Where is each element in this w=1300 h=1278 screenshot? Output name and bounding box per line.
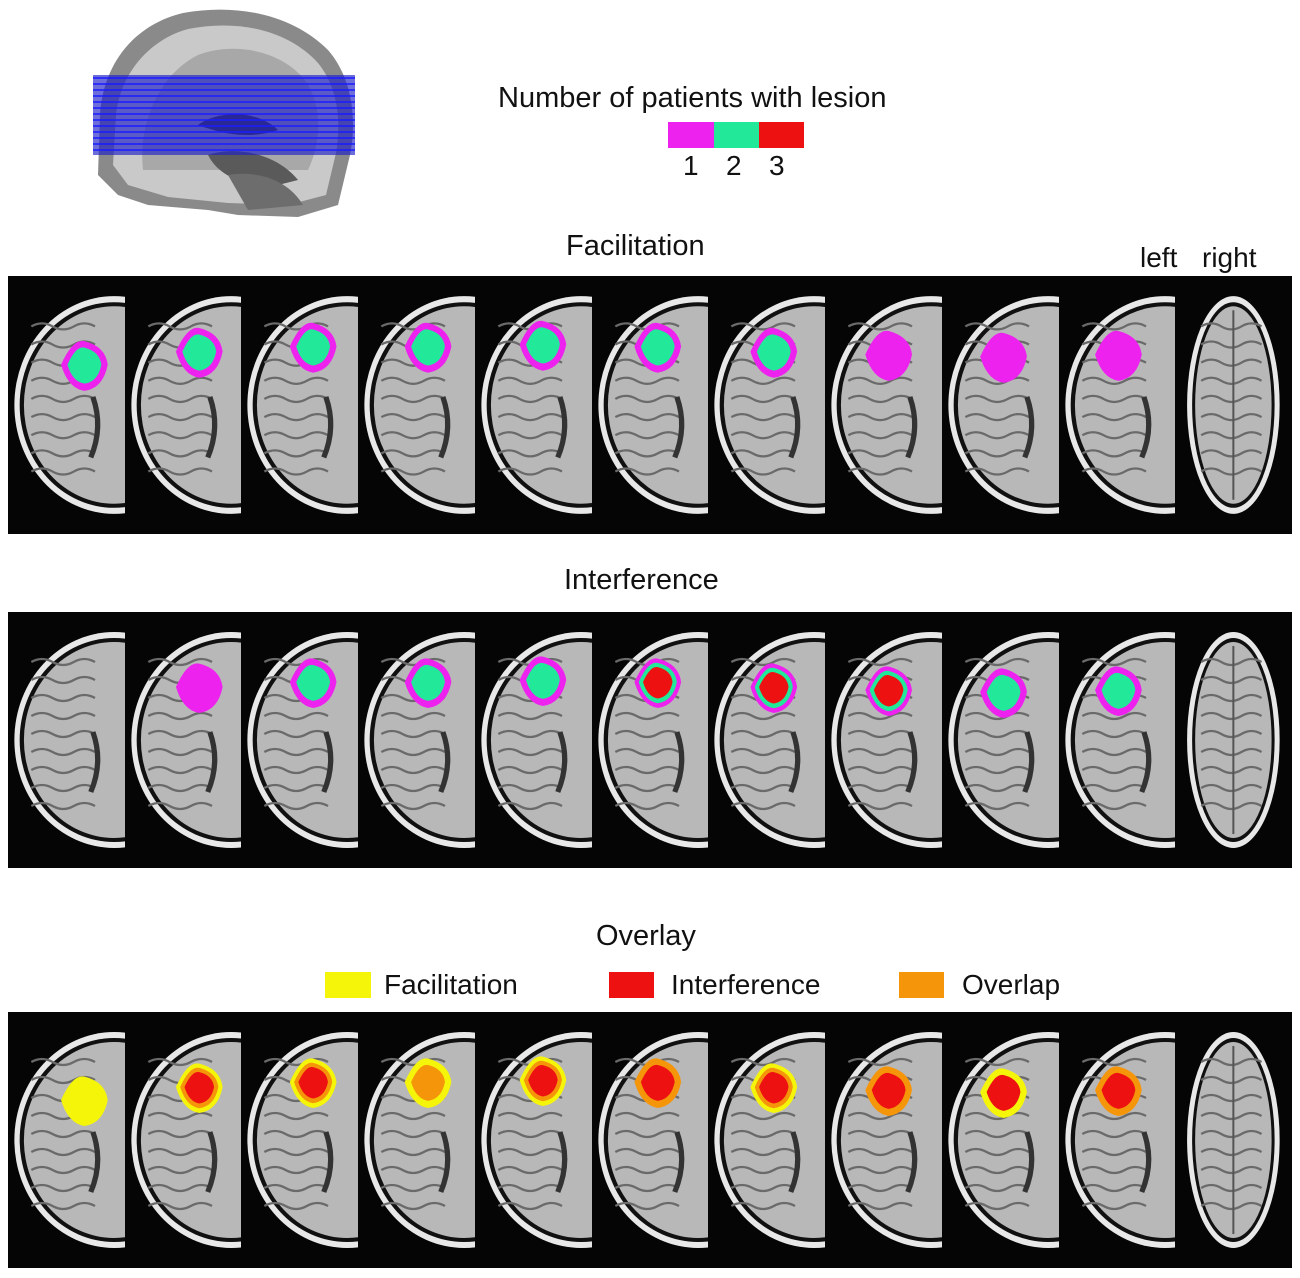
lesion-level-2 (525, 327, 560, 364)
overlay-slice-5 (475, 1012, 592, 1268)
lesion-level-3 (759, 672, 789, 704)
facilitation-slice-2 (125, 276, 242, 534)
lesion-level-3 (642, 667, 673, 699)
facilitation-slice-1 (8, 276, 125, 534)
overlay-slice-2 (125, 1012, 242, 1268)
overlay-title: Overlay (596, 920, 696, 952)
facilitation-slice-10 (1059, 276, 1176, 534)
interference-slice-3 (241, 612, 359, 868)
facilitation-slice-4 (358, 276, 475, 534)
overlay-legend-swatch-overlap (899, 972, 944, 998)
interference-slice-11 (1175, 612, 1292, 868)
lesion-level-2 (296, 329, 331, 366)
overlay-legend-swatch-interference (609, 972, 654, 998)
lesion-level-O (411, 1064, 446, 1101)
overlay-legend-swatch-facilitation (325, 972, 371, 998)
overlay-slice-3 (241, 1012, 359, 1268)
lesion-level-2 (411, 664, 446, 701)
orientation-left-label: left (1140, 242, 1178, 273)
lesion-level-2 (411, 329, 446, 366)
lesion-level-1 (865, 330, 913, 381)
lesion-level-I (871, 1072, 906, 1109)
overlay-slice-7 (708, 1012, 826, 1268)
interference-slice-9 (942, 612, 1059, 868)
overlay-legend-label-interference: Interference (671, 969, 821, 1000)
lesion-level-1 (980, 332, 1027, 383)
interference-title: Interference (564, 564, 719, 596)
lesion-level-F (61, 1076, 108, 1126)
lesion-level-I (986, 1074, 1021, 1111)
interference-slice-strip (8, 612, 1292, 868)
lesion-level-2 (757, 334, 792, 371)
overlay-slice-10 (1059, 1012, 1176, 1268)
sagittal-reference-image (88, 5, 363, 220)
lesion-level-I (298, 1067, 329, 1099)
facilitation-slice-3 (241, 276, 359, 534)
interference-slice-5 (475, 612, 592, 868)
legend-label-2: 2 (726, 150, 742, 181)
interference-slice-1 (8, 612, 125, 868)
overlay-slice-11 (1175, 1012, 1292, 1268)
overlay-legend-label-facilitation: Facilitation (384, 969, 518, 1000)
overlay-slice-8 (825, 1012, 942, 1268)
overlay-slice-strip (8, 1012, 1292, 1268)
lesion-level-I (640, 1064, 675, 1101)
facilitation-slice-6 (592, 276, 709, 534)
facilitation-slice-9 (942, 276, 1059, 534)
facilitation-title: Facilitation (566, 230, 705, 262)
lesion-level-3 (873, 675, 904, 707)
interference-slice-4 (358, 612, 475, 868)
legend-label-3: 3 (769, 150, 785, 181)
lesion-level-1 (1094, 330, 1142, 381)
lesion-level-I (759, 1072, 789, 1104)
lesion-level-I (1101, 1072, 1135, 1109)
overlay-slice-1 (8, 1012, 125, 1268)
overlay-slice-9 (942, 1012, 1059, 1268)
overlay-legend-label-overlap: Overlap (962, 969, 1061, 1000)
legend-swatch-2 (714, 122, 759, 148)
interference-slice-6 (592, 612, 709, 868)
overlay-slice-6 (592, 1012, 709, 1268)
facilitation-slice-8 (825, 276, 942, 534)
lesion-level-2 (986, 674, 1021, 711)
lesion-level-1 (175, 663, 223, 713)
legend-title: Number of patients with lesion (498, 82, 887, 114)
lesion-level-2 (1101, 672, 1135, 709)
lesion-level-2 (182, 334, 216, 371)
interference-slice-8 (825, 612, 942, 868)
lesion-level-2 (640, 329, 675, 366)
lesion-level-I (528, 1065, 558, 1097)
lesion-level-2 (525, 662, 560, 699)
overlay-slice-4 (358, 1012, 475, 1268)
facilitation-slice-7 (708, 276, 826, 534)
facilitation-slice-11 (1175, 276, 1292, 534)
facilitation-slice-5 (475, 276, 592, 534)
legend-label-1: 1 (683, 150, 699, 181)
lesion-level-2 (67, 347, 102, 384)
facilitation-slice-strip (8, 276, 1292, 534)
interference-slice-10 (1059, 612, 1176, 868)
interference-slice-7 (708, 612, 826, 868)
lesion-level-I (184, 1072, 214, 1104)
orientation-right-label: right (1202, 242, 1257, 273)
interference-slice-2 (125, 612, 242, 868)
lesion-level-2 (296, 664, 331, 701)
legend-swatch-1 (668, 122, 714, 148)
legend-swatch-3 (759, 122, 804, 148)
